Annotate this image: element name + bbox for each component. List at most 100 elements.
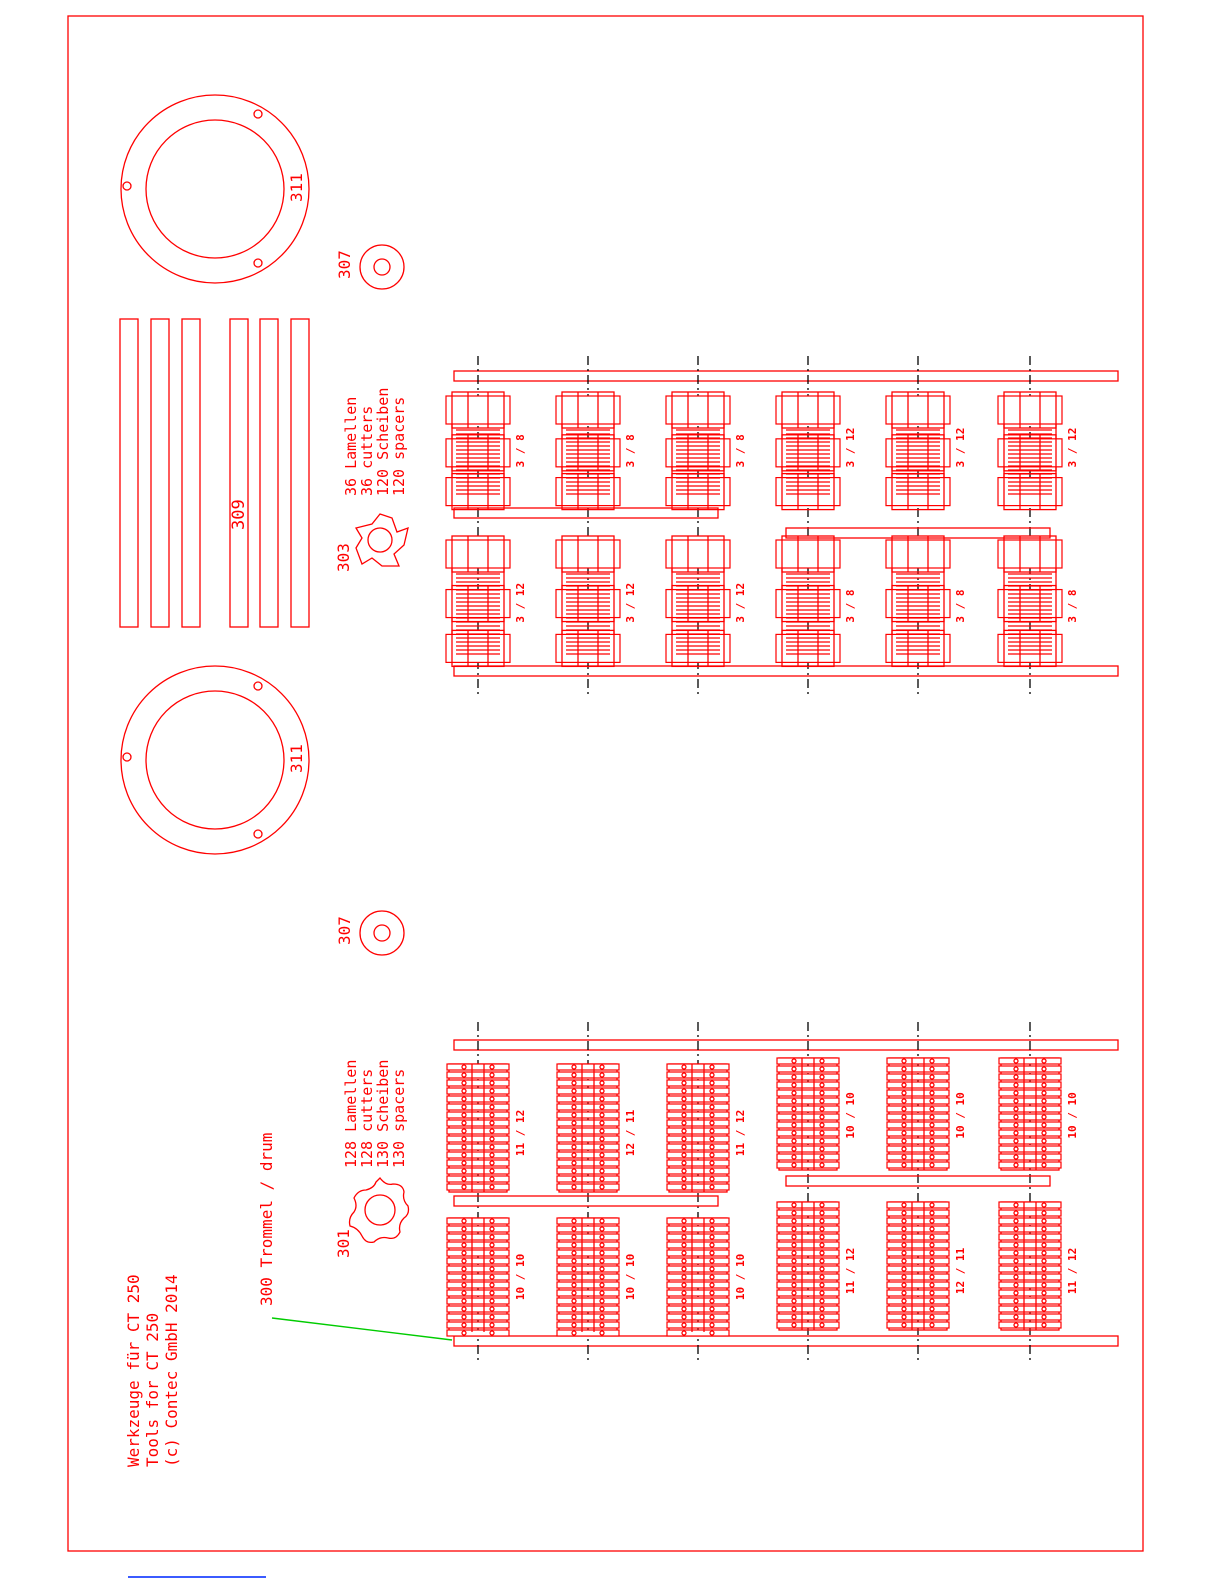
upper-bottom-stack-6-collar-1 — [1003, 535, 1057, 573]
lower-bottom-stack-5-disc — [886, 1313, 950, 1321]
lower-top-stack-5-disc — [886, 1089, 950, 1097]
upper-mid-bar-left — [453, 507, 719, 519]
lower-top-stack-6-disc — [998, 1089, 1062, 1097]
lower-top-stack-5-disc — [886, 1073, 950, 1081]
upper-top-stack-4-cutter-1 — [775, 395, 841, 425]
upper-bottom-stack-4-cutter-1 — [775, 539, 841, 569]
lower-bottom-stack-1-disc — [446, 1281, 510, 1289]
lower-bottom-stack-3-disc — [666, 1217, 730, 1225]
lower-bottom-stack-4-pin-b — [819, 1226, 825, 1232]
lower-top-stack-3-pin-a — [681, 1160, 687, 1166]
lower-bottom-stack-6-pin-a — [1013, 1202, 1019, 1208]
lower-bottom-stack-4-disc — [776, 1321, 840, 1329]
lower-top-stack-6-pin-b — [1041, 1098, 1047, 1104]
lower-top-stack-3-pin-a — [681, 1096, 687, 1102]
lower-bottom-stack-5-pin-b — [929, 1282, 935, 1288]
lower-bottom-stack-2-pin-a — [571, 1218, 577, 1224]
lower-top-stack-4-disc — [776, 1073, 840, 1081]
lower-top-stack-6-pin-b — [1041, 1146, 1047, 1152]
lower-top-stack-5-pin-b — [929, 1162, 935, 1168]
lower-bottom-stack-2-pin-b — [599, 1266, 605, 1272]
lower-bottom-stack-6-pin-a — [1013, 1290, 1019, 1296]
lower-bottom-stack-2-pin-b — [599, 1314, 605, 1320]
upper-bottom-stack-5-collar-1 — [891, 535, 945, 573]
lower-top-stack-2-pin-b — [599, 1152, 605, 1158]
lower-bottom-stack-3-pin-b — [709, 1250, 715, 1256]
lower-top-stack-2-pin-a — [571, 1072, 577, 1078]
upper-top-stack-4-label: 3 / 12 — [844, 428, 857, 468]
lower-top-stack-1-pin-a — [461, 1128, 467, 1134]
upper-top-stack-3-collar-1 — [671, 391, 725, 429]
lower-top-stack-2-pin-a — [571, 1152, 577, 1158]
lower-bottom-stack-6-pin-b — [1041, 1218, 1047, 1224]
lower-top-stack-1-pin-b — [489, 1136, 495, 1142]
lower-top-stack-3-disc — [666, 1159, 730, 1167]
lower-bottom-stack-6-pin-a — [1013, 1258, 1019, 1264]
lower-bottom-stack-5-pin-a — [901, 1226, 907, 1232]
lower-top-stack-2-disc — [556, 1111, 620, 1119]
lower-top-stack-5-pin-b — [929, 1082, 935, 1088]
lower-bottom-stack-6-pin-b — [1041, 1210, 1047, 1216]
lower-top-stack-2-pin-b — [599, 1128, 605, 1134]
lower-top-stack-2-pin-b — [599, 1088, 605, 1094]
lower-top-stack-2-pin-a — [571, 1064, 577, 1070]
lower-bottom-stack-1-pin-a — [461, 1322, 467, 1328]
lower-bottom-stack-1-pin-a — [461, 1234, 467, 1240]
lower-bottom-stack-1-pin-a — [461, 1258, 467, 1264]
lower-bottom-stack-4-pin-a — [791, 1210, 797, 1216]
lower-bottom-stack-5-pin-a — [901, 1202, 907, 1208]
lower-bottom-stack-2-pin-b — [599, 1234, 605, 1240]
upper-top-stack-6-collar-2 — [1003, 434, 1057, 472]
lower-bottom-stack-6-pin-b — [1041, 1274, 1047, 1280]
lower-top-stack-3-pin-a — [681, 1152, 687, 1158]
lower-bottom-stack-6-disc — [998, 1289, 1062, 1297]
lower-top-stack-6-pin-b — [1041, 1138, 1047, 1144]
lower-bottom-stack-5-pin-a — [901, 1274, 907, 1280]
lower-top-stack-6-pin-b — [1041, 1074, 1047, 1080]
lower-top-stack-3-disc — [666, 1079, 730, 1087]
lower-bottom-stack-3-disc — [666, 1241, 730, 1249]
lower-top-stack-3-pin-b — [709, 1088, 715, 1094]
lower-bottom-stack-1-pin-a — [461, 1266, 467, 1272]
lower-top-stack-4-pin-a — [791, 1074, 797, 1080]
lower-bottom-stack-5-pin-b — [929, 1298, 935, 1304]
lower-top-stack-4-pin-a — [791, 1066, 797, 1072]
lower-bottom-stack-5-pin-a — [901, 1306, 907, 1312]
lower-top-stack-2-disc — [556, 1087, 620, 1095]
lower-bottom-stack-5-disc — [886, 1289, 950, 1297]
lower-top-stack-2-disc — [556, 1063, 620, 1071]
upper-top-stack-1-collar-1 — [451, 391, 505, 429]
lower-top-stack-2-disc — [556, 1135, 620, 1143]
lower-bottom-stack-3-pin-a — [681, 1226, 687, 1232]
lower-top-stack-1-pin-a — [461, 1064, 467, 1070]
lower-top-stack-1-pin-b — [489, 1152, 495, 1158]
lower-bottom-stack-5-pin-b — [929, 1210, 935, 1216]
lower-top-stack-4-pin-a — [791, 1098, 797, 1104]
lower-bottom-stack-5-disc — [886, 1297, 950, 1305]
lower-bottom-stack-6-pin-a — [1013, 1242, 1019, 1248]
lower-bottom-stack-5-pin-a — [901, 1210, 907, 1216]
lower-bottom-stack-2-pin-a — [571, 1258, 577, 1264]
lower-top-stack-5-pin-a — [901, 1146, 907, 1152]
lower-top-stack-4-disc — [776, 1089, 840, 1097]
lower-bottom-stack-2-pin-a — [571, 1234, 577, 1240]
lower-bottom-stack-1-pin-a — [461, 1250, 467, 1256]
lower-bottom-stack-4-pin-b — [819, 1274, 825, 1280]
lower-bottom-stack-6-label: 11 / 12 — [1066, 1248, 1079, 1294]
lower-bottom-stack-2-pin-b — [599, 1322, 605, 1328]
lower-top-stack-2-label: 12 / 11 — [624, 1109, 637, 1156]
lower-top-stack-3-disc — [666, 1151, 730, 1159]
lower-top-stack-4-label: 10 / 10 — [844, 1092, 857, 1138]
lower-bottom-stack-1-disc — [446, 1249, 510, 1257]
upper-bottom-stack-2-label: 3 / 12 — [624, 583, 637, 623]
lower-bottom-stack-6-disc — [998, 1281, 1062, 1289]
upper-top-stack-1-cutter-1 — [445, 395, 511, 425]
lower-top-stack-2-pin-a — [571, 1104, 577, 1110]
lower-bottom-stack-5-pin-b — [929, 1314, 935, 1320]
lower-bottom-stack-5-pin-a — [901, 1290, 907, 1296]
upper-bottom-stack-1-label: 3 / 12 — [514, 583, 527, 623]
lower-bottom-stack-4-disc — [776, 1201, 840, 1209]
lower-top-stack-1-pin-b — [489, 1184, 495, 1190]
lower-bottom-stack-3-pin-a — [681, 1266, 687, 1272]
lower-top-stack-4-pin-b — [819, 1082, 825, 1088]
